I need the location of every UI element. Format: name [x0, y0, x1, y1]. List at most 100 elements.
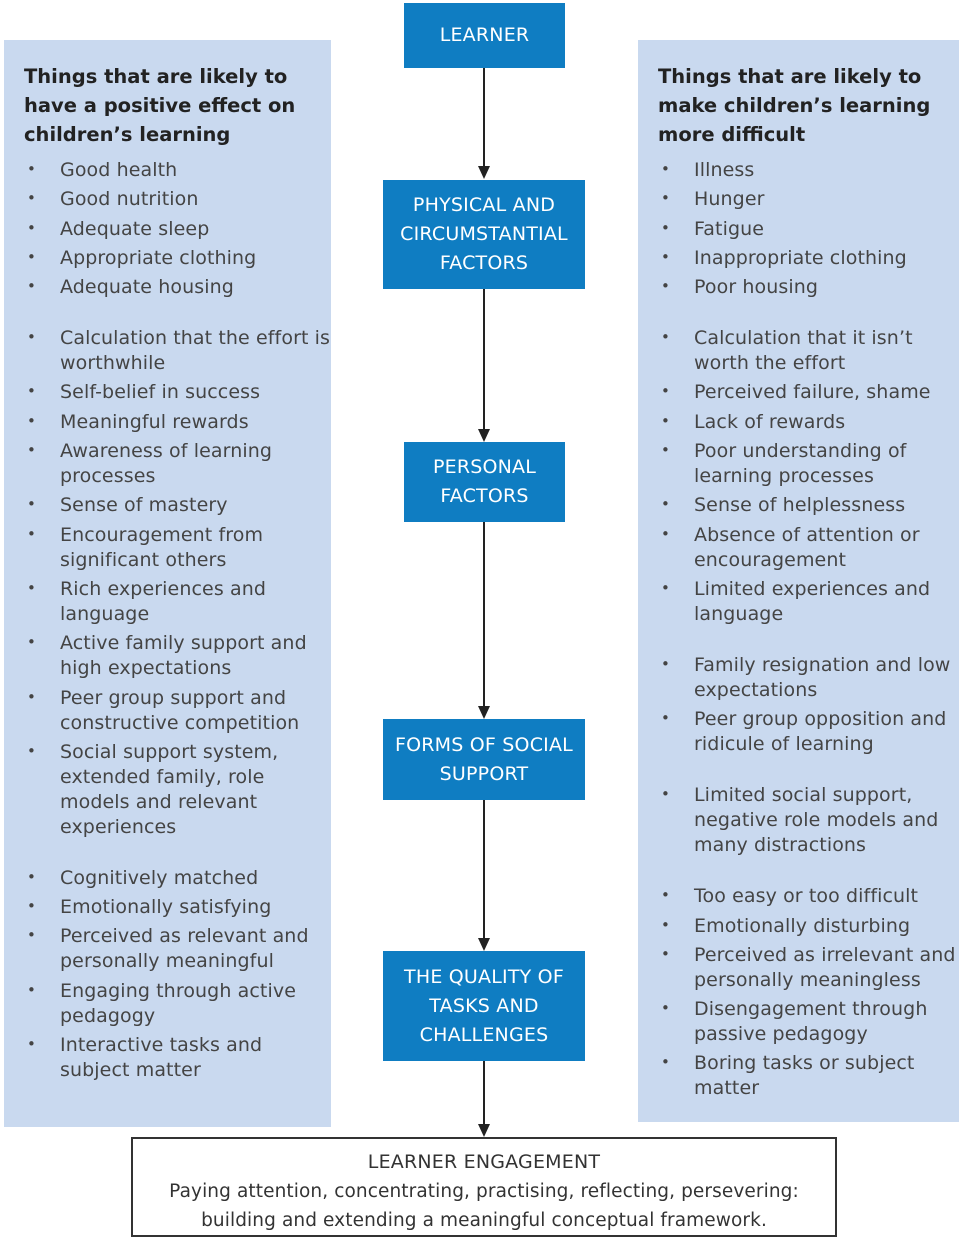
list-item: •Social support system, extended family,…: [27, 740, 279, 838]
bullet-icon: •: [661, 160, 670, 178]
bullet-icon: •: [661, 441, 670, 460]
bullet-icon: •: [661, 411, 670, 430]
bullet-icon: •: [27, 218, 36, 237]
bullet-icon: •: [661, 218, 670, 237]
list-item: •Poor housing: [661, 276, 819, 299]
engagement-title: LEARNER ENGAGEMENT: [367, 1151, 601, 1173]
list-item: •Awareness of learning processes: [27, 440, 273, 488]
bullet-icon: •: [661, 944, 670, 963]
difficulties-title: Things that are likely to make children’…: [658, 65, 931, 146]
bullet-icon: •: [661, 382, 670, 401]
bullet-icon: •: [661, 886, 670, 905]
list-item: •Appropriate clothing: [27, 246, 257, 269]
list-item: •Sense of mastery: [27, 494, 228, 517]
arrow-line-5: [483, 1061, 485, 1125]
bullet-icon: •: [27, 578, 36, 597]
bullet-icon: •: [661, 495, 670, 514]
bullet-icon: •: [661, 915, 670, 934]
list-item: •Perceived as relevant and personally me…: [27, 925, 309, 973]
list-item: •Hunger: [661, 188, 765, 211]
list-item: •Emotionally disturbing: [661, 914, 911, 937]
bullet-icon: •: [661, 1053, 670, 1072]
social-support-box: FORMS OF SOCIAL SUPPORT: [383, 719, 585, 800]
list-item: •Too easy or too difficult: [661, 885, 919, 908]
bullet-icon: •: [27, 328, 36, 347]
bullet-icon: •: [27, 277, 36, 296]
list-item: •Inappropriate clothing: [661, 246, 907, 269]
bullet-icon: •: [661, 277, 670, 296]
list-item: •Perceived failure, shame: [661, 381, 931, 404]
bullet-icon: •: [661, 578, 670, 597]
arrow-down-icon: [478, 166, 490, 179]
learner-box: LEARNER: [404, 3, 565, 68]
arrow-down-icon: [478, 429, 490, 442]
list-item: •Peer group support and constructive com…: [27, 686, 300, 734]
list-item: •Sense of helplessness: [661, 494, 906, 517]
arrow-down-icon: [478, 938, 490, 951]
bullet-icon: •: [27, 867, 36, 886]
arrow-down-icon: [478, 1124, 490, 1137]
bullet-icon: •: [27, 633, 36, 652]
bullet-icon: •: [27, 980, 36, 999]
list-item: •Poor understanding of learning processe…: [661, 440, 907, 488]
list-item: •Limited social support, negative role m…: [661, 784, 939, 857]
bullet-icon: •: [27, 926, 36, 945]
list-item: •Calculation that the effort is worthwhi…: [27, 327, 331, 375]
bullet-icon: •: [27, 247, 36, 266]
positive-effects-title: Things that are likely to have a positiv…: [24, 65, 296, 146]
list-item: •Calculation that it isn’t worth the eff…: [661, 327, 913, 375]
positive-effects-panel: Things that are likely to have a positiv…: [4, 40, 331, 1127]
bullet-icon: •: [661, 654, 670, 673]
list-item: •Good health: [27, 159, 178, 181]
learner-engagement-box: LEARNER ENGAGEMENT Paying attention, con…: [131, 1137, 837, 1237]
arrow-down-icon: [478, 706, 490, 719]
list-item: •Rich experiences and language: [27, 577, 266, 625]
list-item: •Boring tasks or subject matter: [661, 1052, 915, 1100]
bullet-icon: •: [661, 524, 670, 543]
bullet-icon: •: [27, 1035, 36, 1054]
bullet-icon: •: [27, 441, 36, 460]
bullet-icon: •: [27, 687, 36, 706]
arrow-line-1: [483, 68, 485, 168]
list-item: •Meaningful rewards: [27, 410, 249, 433]
bullet-icon: •: [661, 328, 670, 347]
list-item: •Limited experiences and language: [661, 577, 931, 625]
list-item: •Active family support and high expectat…: [27, 632, 307, 680]
bullet-icon: •: [27, 411, 36, 430]
difficulties-panel: Things that are likely to make children’…: [638, 40, 959, 1122]
list-item: •Cognitively matched: [27, 866, 259, 889]
list-item: •Emotionally satisfying: [27, 896, 272, 919]
arrow-line-4: [483, 800, 485, 939]
list-item: •Absence of attention or encouragement: [661, 523, 920, 571]
bullet-icon: •: [27, 189, 36, 208]
bullet-icon: •: [661, 709, 670, 728]
bullet-icon: •: [27, 524, 36, 543]
engagement-description-line-2: building and extending a meaningful conc…: [201, 1210, 767, 1231]
physical-factors-box: PHYSICAL AND CIRCUMSTANTIAL FACTORS: [383, 180, 585, 289]
list-item: •Interactive tasks and subject matter: [27, 1034, 263, 1082]
difficulties-list: •Illness •Hunger •Fatigue •Inappropriate…: [658, 158, 959, 1101]
bullet-icon: •: [27, 741, 36, 760]
arrow-line-3: [483, 522, 485, 707]
list-item: •Fatigue: [661, 217, 765, 240]
list-item: •Peer group opposition and ridicule of l…: [661, 708, 947, 756]
bullet-icon: •: [27, 160, 36, 178]
bullet-icon: •: [661, 785, 670, 804]
list-item: •Good nutrition: [27, 188, 199, 211]
list-item: •Lack of rewards: [661, 410, 846, 433]
list-item: •Adequate housing: [27, 276, 234, 299]
list-item: •Encouragement from significant others: [27, 523, 264, 571]
list-item: •Self-belief in success: [27, 381, 261, 404]
list-item: •Perceived as irrelevant and personally …: [661, 943, 956, 991]
bullet-icon: •: [27, 382, 36, 401]
bullet-icon: •: [661, 247, 670, 266]
list-item: •Family resignation and low expectations: [661, 653, 951, 701]
bullet-icon: •: [27, 897, 36, 916]
list-item: •Illness: [661, 159, 755, 181]
bullet-icon: •: [661, 999, 670, 1018]
list-item: •Engaging through active pedagogy: [27, 979, 296, 1027]
bullet-icon: •: [661, 189, 670, 208]
personal-factors-box: PERSONAL FACTORS: [404, 442, 565, 522]
engagement-description-line-1: Paying attention, concentrating, practis…: [169, 1181, 799, 1202]
bullet-icon: •: [27, 495, 36, 514]
